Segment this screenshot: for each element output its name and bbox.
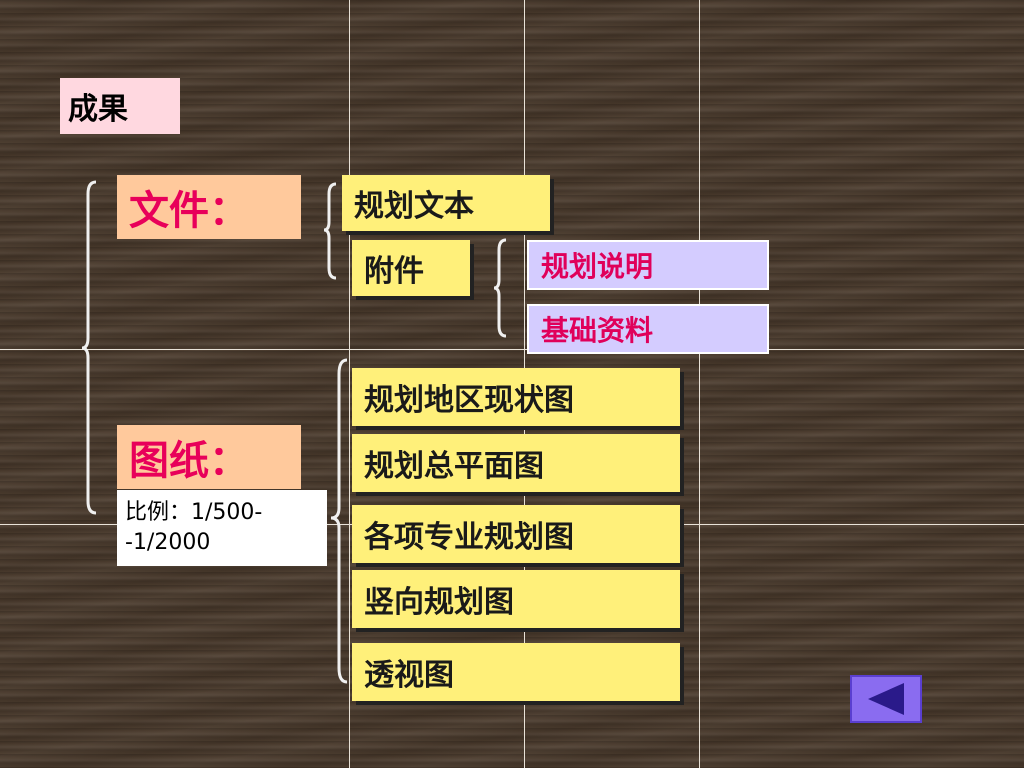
- drawing-item-vertical-plan: 竖向规划图: [352, 570, 680, 628]
- main-brace: [81, 180, 97, 515]
- attachment-item-description: 规划说明: [527, 240, 769, 290]
- grid-line: [349, 0, 350, 768]
- file-item-text: 规划文本: [342, 175, 550, 231]
- back-button[interactable]: [850, 675, 922, 723]
- triangle-left-icon: [868, 683, 904, 715]
- grid-line: [0, 349, 1024, 350]
- drawing-item-specialized-plans: 各项专业规划图: [352, 505, 680, 563]
- drawings-brace: [330, 358, 348, 684]
- attachment-item-basic-data: 基础资料: [527, 304, 769, 354]
- drawing-item-current-status: 规划地区现状图: [352, 368, 680, 426]
- files-label: 文件：: [117, 175, 301, 239]
- slide-title: 成果: [60, 78, 180, 134]
- file-item-attachment: 附件: [352, 240, 470, 296]
- drawings-label: 图纸：: [117, 425, 301, 489]
- attachment-brace: [493, 238, 507, 338]
- drawing-item-master-plan: 规划总平面图: [352, 434, 680, 492]
- files-brace: [323, 182, 337, 280]
- drawing-item-perspective: 透视图: [352, 643, 680, 701]
- grid-line: [699, 0, 700, 768]
- scale-note: 比例：1/500--1/2000: [117, 490, 327, 566]
